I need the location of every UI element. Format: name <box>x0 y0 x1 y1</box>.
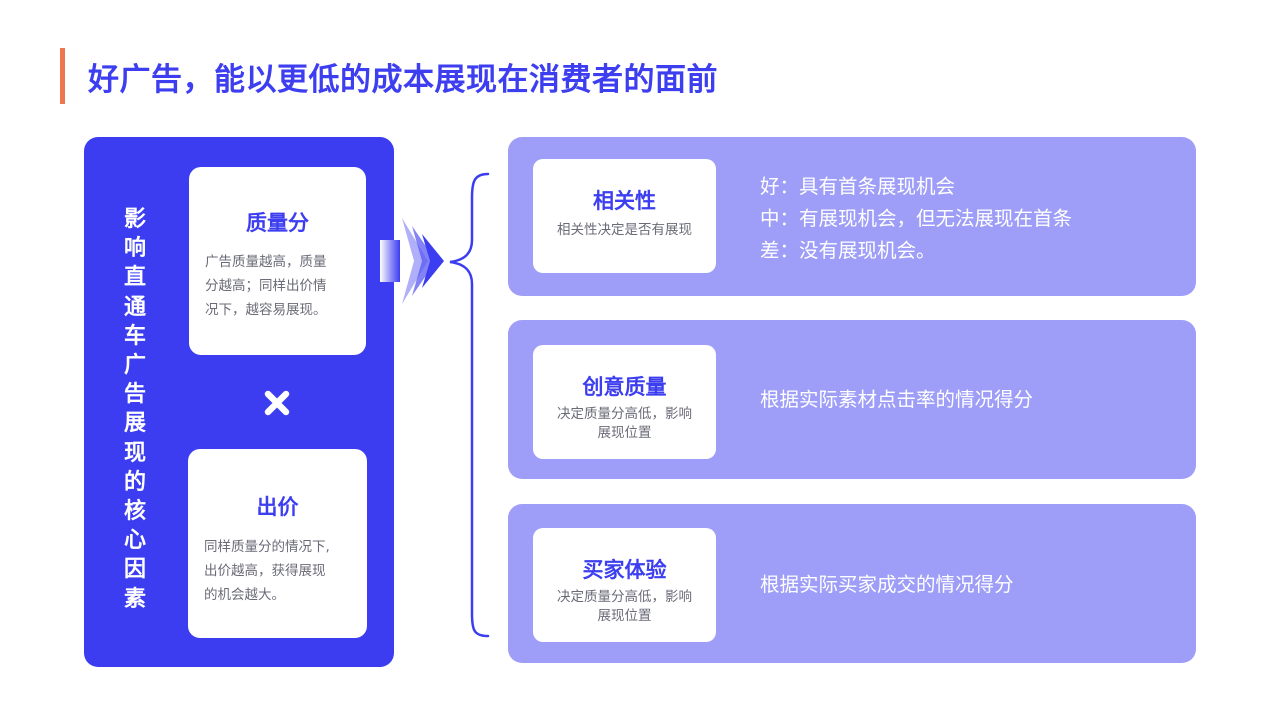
subtitle-line: 相关性决定是否有展现 <box>557 222 692 238</box>
description-line: 的机会越大。 <box>204 587 285 603</box>
vertical-title-char: 展 <box>123 411 146 437</box>
vertical-title-char: 响 <box>123 236 146 262</box>
description-line: 广告质量越高，质量 <box>205 254 327 270</box>
vertical-title-char: 心 <box>123 528 146 554</box>
buyer-experience-card: 买家体验 决定质量分高低，影响 展现位置 <box>533 528 716 642</box>
vertical-title-char: 广 <box>123 353 146 379</box>
description-line: 同样质量分的情况下, <box>204 539 330 555</box>
multiply-icon <box>264 390 290 416</box>
vertical-title-char: 素 <box>123 586 146 612</box>
quality-score-description: 广告质量越高，质量 分越高；同样出价情 况下，越容易展现。 <box>205 250 354 322</box>
relevance-subtitle: 相关性决定是否有展现 <box>533 221 716 240</box>
buyer-experience-text: 根据实际买家成交的情况得分 <box>760 568 1014 597</box>
bid-description: 同样质量分的情况下, 出价越高，获得展现 的机会越大。 <box>204 535 355 607</box>
buyer-experience-title: 买家体验 <box>582 558 667 582</box>
creative-quality-card: 创意质量 决定质量分高低，影响 展现位置 <box>533 345 716 459</box>
row-description: 根据实际素材点击率的情况得分 <box>760 388 1034 411</box>
subtitle-line: 展现位置 <box>597 608 652 624</box>
relevance-row: 相关性 相关性决定是否有展现 好：具有首条展现机会 中：有展现机会，但无法展现在… <box>508 137 1196 296</box>
creative-quality-title: 创意质量 <box>582 375 667 399</box>
page-title: 好广告，能以更低的成本展现在消费者的面前 <box>88 62 718 98</box>
vertical-title-char: 现 <box>123 440 146 466</box>
bid-card: 出价 同样质量分的情况下, 出价越高，获得展现 的机会越大。 <box>188 449 367 638</box>
creative-quality-text: 根据实际素材点击率的情况得分 <box>760 383 1033 412</box>
bid-title: 出价 <box>256 495 299 519</box>
vertical-title-char: 直 <box>123 265 146 291</box>
vertical-title-char: 的 <box>123 469 146 495</box>
description-line: 出价越高，获得展现 <box>204 563 326 579</box>
buyer-experience-row: 买家体验 决定质量分高低，影响 展现位置 根据实际买家成交的情况得分 <box>508 504 1196 663</box>
quality-score-card: 质量分 广告质量越高，质量 分越高；同样出价情 况下，越容易展现。 <box>189 167 366 355</box>
row-description: 根据实际买家成交的情况得分 <box>760 573 1014 596</box>
vertical-title-char: 影 <box>123 207 146 232</box>
vertical-title-char: 通 <box>123 294 146 320</box>
title-accent-bar <box>60 48 65 104</box>
vertical-title-char: 车 <box>123 323 146 349</box>
chevron-arrow-icon <box>380 218 444 304</box>
subtitle-line: 展现位置 <box>597 425 652 441</box>
creative-quality-subtitle: 决定质量分高低，影响 展现位置 <box>533 405 716 443</box>
description-line: 况下，越容易展现。 <box>205 302 327 318</box>
description-line: 分越高；同样出价情 <box>205 278 327 294</box>
vertical-title-char: 核 <box>123 499 146 525</box>
relevance-title: 相关性 <box>593 189 656 213</box>
relevance-card: 相关性 相关性决定是否有展现 <box>533 159 716 273</box>
level-good-text: 好：具有首条展现机会 <box>760 175 956 198</box>
vertical-title-char: 因 <box>123 557 146 583</box>
vertical-title-char: 告 <box>123 382 146 408</box>
level-medium-text: 中：有展现机会，但无法展现在首条 <box>760 207 1073 230</box>
buyer-experience-subtitle: 决定质量分高低，影响 展现位置 <box>533 588 716 626</box>
curly-brace-icon <box>449 172 490 638</box>
level-poor-text: 差：没有展现机会。 <box>760 239 936 262</box>
relevance-levels: 好：具有首条展现机会 中：有展现机会，但无法展现在首条 差：没有展现机会。 <box>760 171 1072 267</box>
core-factors-vertical-title: 影 响 直 通 车 广 告 展 现 的 核 心 因 素 <box>120 205 150 614</box>
quality-score-title: 质量分 <box>246 211 309 235</box>
subtitle-line: 决定质量分高低，影响 <box>557 589 692 605</box>
creative-quality-row: 创意质量 决定质量分高低，影响 展现位置 根据实际素材点击率的情况得分 <box>508 320 1196 479</box>
subtitle-line: 决定质量分高低，影响 <box>557 406 692 422</box>
